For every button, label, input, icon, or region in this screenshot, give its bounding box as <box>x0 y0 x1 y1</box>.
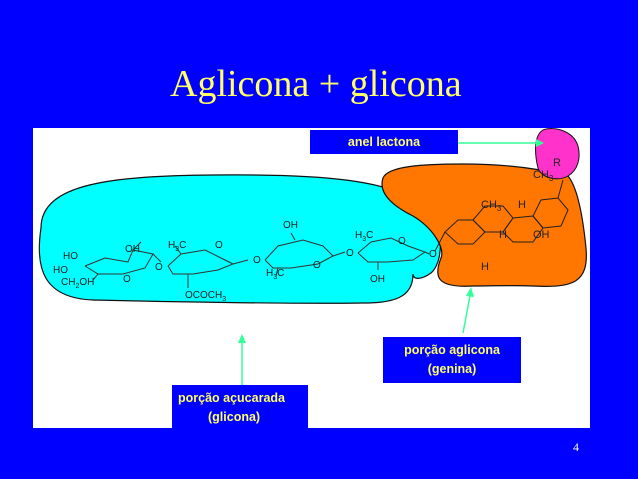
ring1-ho-left: HO <box>53 265 68 276</box>
ring1-o-link: O <box>155 262 163 273</box>
ring4-o-ring: O <box>398 236 406 247</box>
lactone-region <box>535 128 580 180</box>
ring4-o-link: O <box>429 249 437 260</box>
ring4-h3c: H3C <box>355 230 373 243</box>
lactone-arrow <box>458 139 544 147</box>
aglycone-label-line1: porção aglicona <box>404 343 500 357</box>
glycone-region <box>38 174 441 304</box>
aglycone-label: porção aglicona (genina) <box>383 337 521 383</box>
steroid-oh: OH <box>533 229 550 241</box>
ring2-ococh3: OCOCH3 <box>185 290 226 303</box>
aglycone-arrow <box>462 287 474 334</box>
glycoside-diagram: HO HO OH CH2OH O O H3C O OCOCH3 O OH H3C… <box>38 128 587 386</box>
steroid-nucleus <box>434 179 569 252</box>
glycone-arrow <box>238 334 246 386</box>
ring3-oh: OH <box>283 220 298 231</box>
glycone-label-line2: (glicona) <box>208 410 261 424</box>
steroid-ch3-a: CH3 <box>481 199 502 213</box>
steroid-h-3: H <box>481 261 489 273</box>
ring2-o-link: O <box>253 255 261 266</box>
ring3-o-ring: O <box>313 260 321 271</box>
sugar-ring-3 <box>264 232 346 277</box>
steroid-h-2: H <box>499 229 507 241</box>
aglycone-region <box>381 163 587 287</box>
ring1-ch2oh: CH2OH <box>61 277 94 290</box>
steroid-ch3-b: CH3 <box>533 169 554 183</box>
ring1-ho-top: HO <box>63 251 78 262</box>
ring1-oh: OH <box>125 244 140 255</box>
diagram-panel: HO HO OH CH2OH O O H3C O OCOCH3 O OH H3C… <box>33 128 590 428</box>
glycone-label-line1: porção açucarada <box>178 391 285 405</box>
sugar-ring-1 <box>84 241 162 281</box>
sugar-ring-2 <box>167 245 249 288</box>
sugar-ring-4 <box>357 237 430 270</box>
ring2-h3c: H3C <box>168 240 186 253</box>
lactone-ring-label: anel lactona <box>310 130 458 154</box>
page-number: 4 <box>573 440 579 454</box>
slide-title: Aglicona + glicona <box>170 63 462 105</box>
ring1-o-ring: O <box>123 274 131 285</box>
aglycone-label-line2: (genina) <box>427 362 477 376</box>
ring4-oh: OH <box>370 274 385 285</box>
ring3-o-link: O <box>346 248 354 259</box>
steroid-h-1: H <box>518 199 526 211</box>
ring2-o-ring: O <box>215 240 223 251</box>
glycone-label: porção açucarada (glicona) <box>172 385 308 431</box>
ring3-h3c: H3C <box>266 268 284 281</box>
lactone-r: R <box>553 157 561 169</box>
